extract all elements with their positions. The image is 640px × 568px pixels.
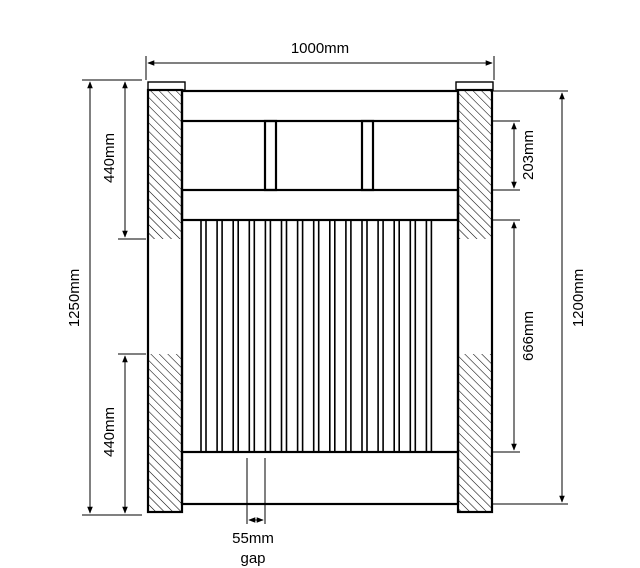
dim-gap-value: 55mm <box>232 530 274 547</box>
dim-total-height-label: 1250mm <box>66 269 83 327</box>
slat-section <box>200 219 433 453</box>
dim-gate-height-label: 1200mm <box>570 269 587 327</box>
dim-top-panel: 203mm <box>492 120 537 191</box>
slat <box>216 219 223 453</box>
dim-lower-hatch: 440mm <box>101 353 146 514</box>
right-post-lower-hatch <box>459 354 491 511</box>
top-panel-post-2 <box>360 119 375 192</box>
dim-upper-hatch: 440mm <box>101 81 146 240</box>
dim-width-label: 1000mm <box>291 40 349 57</box>
slat <box>264 219 272 453</box>
slat <box>296 219 304 453</box>
dim-gate-height: 1200mm <box>492 90 587 505</box>
bottom-rail <box>180 450 460 506</box>
dim-lower-hatch-label: 440mm <box>101 407 118 457</box>
slat <box>361 219 368 453</box>
slat <box>200 219 207 453</box>
slat <box>377 219 384 453</box>
dim-width: 1000mm <box>145 40 495 80</box>
dim-top-panel-label: 203mm <box>520 130 537 180</box>
right-post-upper-hatch <box>459 91 491 239</box>
slat <box>312 219 320 453</box>
slat <box>425 219 433 453</box>
slat <box>328 219 336 453</box>
right-post <box>455 81 494 514</box>
middle-rail <box>180 188 460 222</box>
dim-gap: 55mm gap <box>232 458 274 567</box>
top-rail <box>180 89 460 123</box>
slat <box>409 219 417 453</box>
right-post-cap <box>455 81 494 91</box>
left-post-cap <box>147 81 186 91</box>
slat <box>280 219 288 453</box>
dim-gap-word: gap <box>240 550 265 567</box>
top-panel-post-1 <box>263 119 278 192</box>
dim-slat-section: 666mm <box>492 219 537 453</box>
dim-slat-section-label: 666mm <box>520 311 537 361</box>
slat <box>393 219 401 453</box>
slat <box>232 219 239 453</box>
left-post-upper-hatch <box>149 91 181 239</box>
gate-frame <box>180 89 460 506</box>
slat <box>248 219 256 453</box>
slat <box>345 219 352 453</box>
left-post <box>146 81 186 514</box>
left-post-lower-hatch <box>149 354 181 511</box>
dim-total-height: 1250mm <box>66 79 142 516</box>
dim-upper-hatch-label: 440mm <box>101 133 118 183</box>
